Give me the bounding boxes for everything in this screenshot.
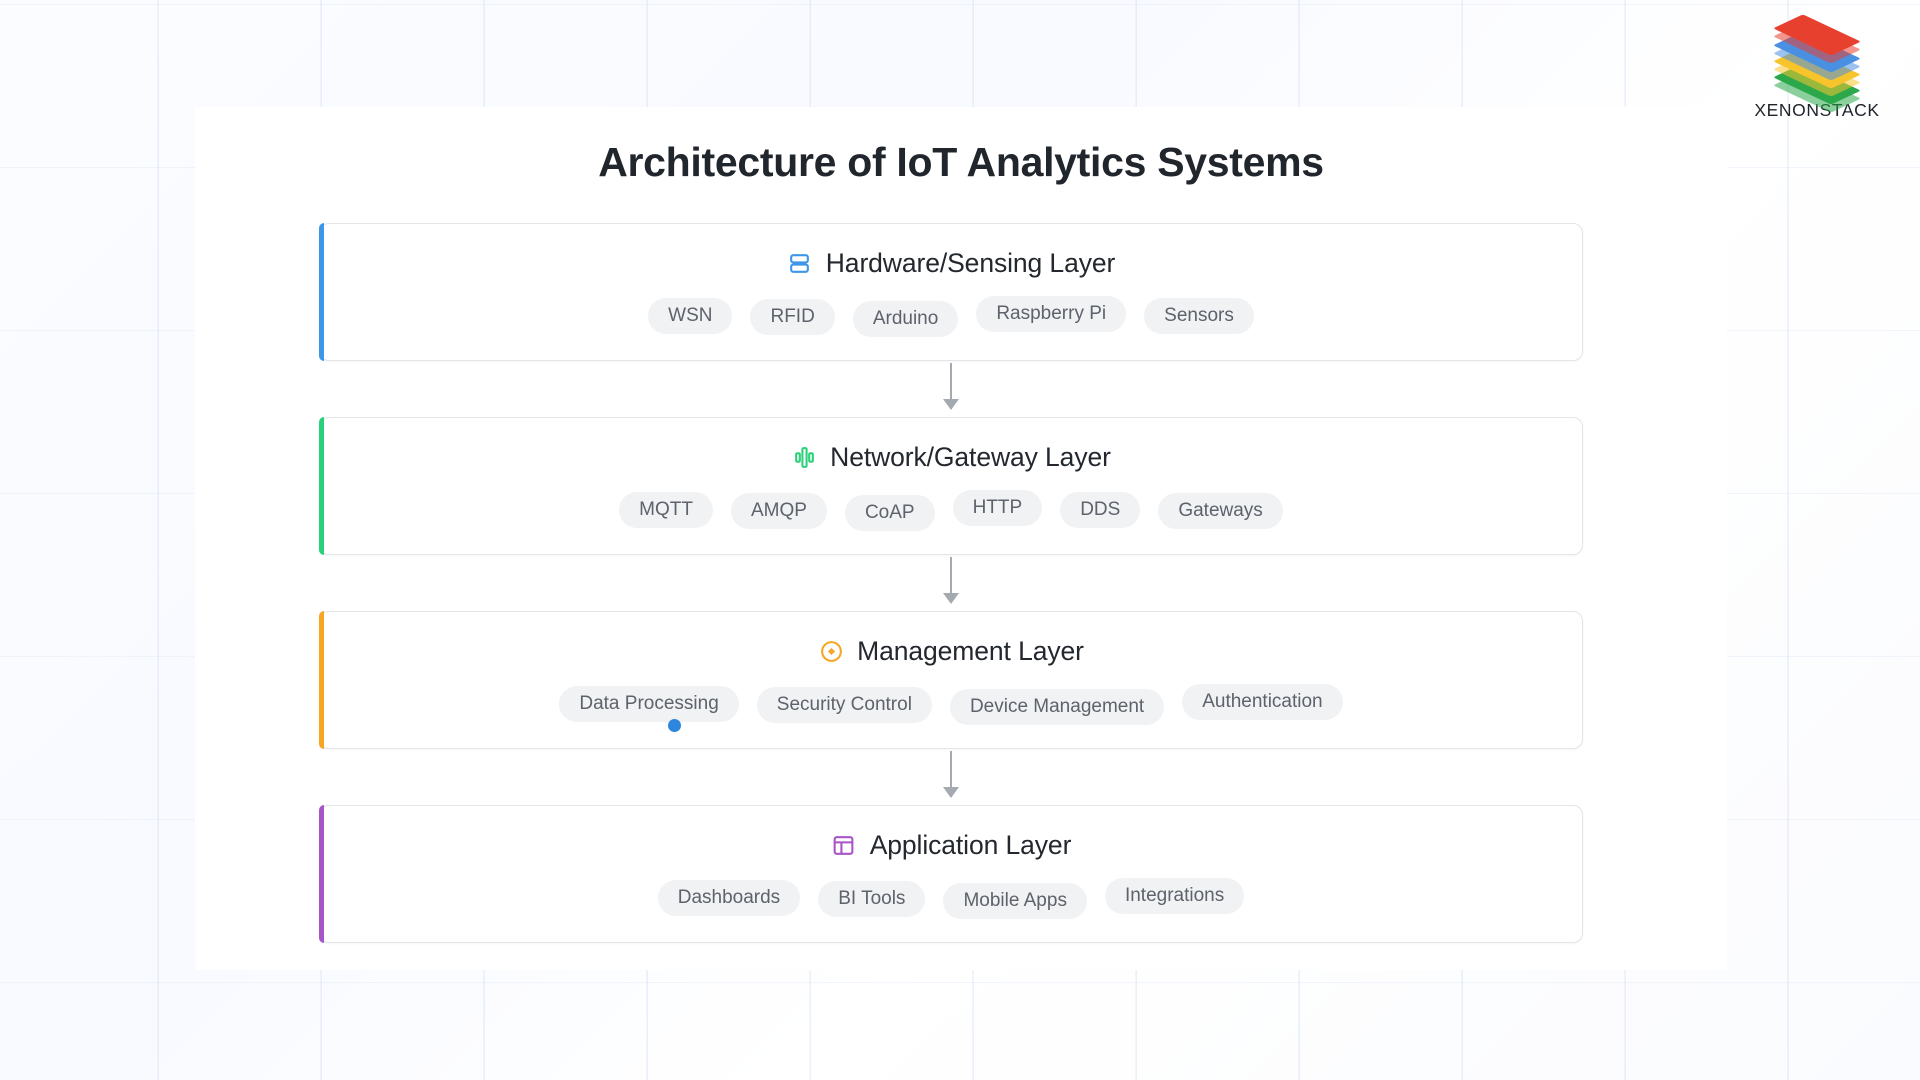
layer-tag-row: WSN RFID Arduino Raspberry Pi Sensors <box>320 294 1582 337</box>
layer-header: Network/Gateway Layer <box>320 440 1582 474</box>
network-bars-icon <box>791 444 817 470</box>
layer-tag[interactable]: DDS <box>1060 492 1141 528</box>
connector-arrowhead <box>943 593 959 604</box>
layer-tag-row: Dashboards BI Tools Mobile Apps Integration… <box>320 876 1582 919</box>
layer-accent-bar <box>319 223 324 361</box>
connector-line <box>950 751 952 791</box>
layer-header: Management Layer <box>320 634 1582 668</box>
diagram-card: Architecture of IoT Analytics Systems Ha… <box>195 107 1727 970</box>
connector-arrowhead <box>943 399 959 410</box>
layer-tag[interactable]: RFID <box>750 299 835 335</box>
layer-header: Hardware/Sensing Layer <box>320 246 1582 280</box>
brand-name: XENONSTACK <box>1754 100 1880 120</box>
layer-tag[interactable]: CoAP <box>844 495 935 531</box>
connector-line <box>950 557 952 597</box>
stacked-layers-logo-icon <box>1773 14 1861 113</box>
brand-logo: XENONSTACK <box>1736 14 1898 121</box>
layer-tag[interactable]: Raspberry Pi <box>976 296 1127 332</box>
layer-tag[interactable]: BI Tools <box>818 881 926 917</box>
layer-title: Network/Gateway Layer <box>830 441 1111 472</box>
layer-tag[interactable]: HTTP <box>952 490 1043 526</box>
cursor-dot-indicator <box>668 719 681 732</box>
layer-tag[interactable]: Device Management <box>949 689 1165 725</box>
layer-accent-bar <box>319 417 324 555</box>
page-title: Architecture of IoT Analytics Systems <box>598 139 1324 185</box>
layer-title: Hardware/Sensing Layer <box>825 247 1116 278</box>
down-arrow-icon <box>319 555 1583 611</box>
layer-title: Management Layer <box>857 635 1084 666</box>
layer-tag[interactable]: WSN <box>648 298 733 334</box>
connector-line <box>950 363 952 403</box>
layer-tag[interactable]: Arduino <box>852 301 959 337</box>
layer-tag[interactable]: Integrations <box>1104 878 1245 914</box>
down-arrow-icon <box>319 749 1583 805</box>
layer-tag[interactable]: Security Control <box>756 687 932 723</box>
layer-tag[interactable]: Authentication <box>1182 684 1343 720</box>
layer-tag-row: MQTT AMQP CoAP HTTP DDS Gateways <box>320 488 1582 531</box>
layout-panel-icon <box>831 832 857 858</box>
layer-tag[interactable]: Data Processing <box>559 686 739 722</box>
layer-tag[interactable]: Sensors <box>1144 298 1254 334</box>
layer-tag[interactable]: AMQP <box>731 493 827 529</box>
layer-tag[interactable]: Gateways <box>1158 493 1283 529</box>
layer-title: Application Layer <box>869 829 1072 860</box>
down-arrow-icon <box>319 361 1583 417</box>
layer-tag[interactable]: MQTT <box>619 492 713 528</box>
connector-arrowhead <box>943 787 959 798</box>
layer-tag[interactable]: Mobile Apps <box>943 883 1087 919</box>
layer-tag-row: Data Processing Security Control Device Ma… <box>320 682 1582 725</box>
layer-tag[interactable]: Dashboards <box>657 880 801 916</box>
layer-header: Application Layer <box>320 828 1582 862</box>
target-focus-icon <box>818 638 844 664</box>
layer-accent-bar <box>319 805 324 943</box>
server-stack-icon <box>787 250 813 276</box>
layer-accent-bar <box>319 611 324 749</box>
